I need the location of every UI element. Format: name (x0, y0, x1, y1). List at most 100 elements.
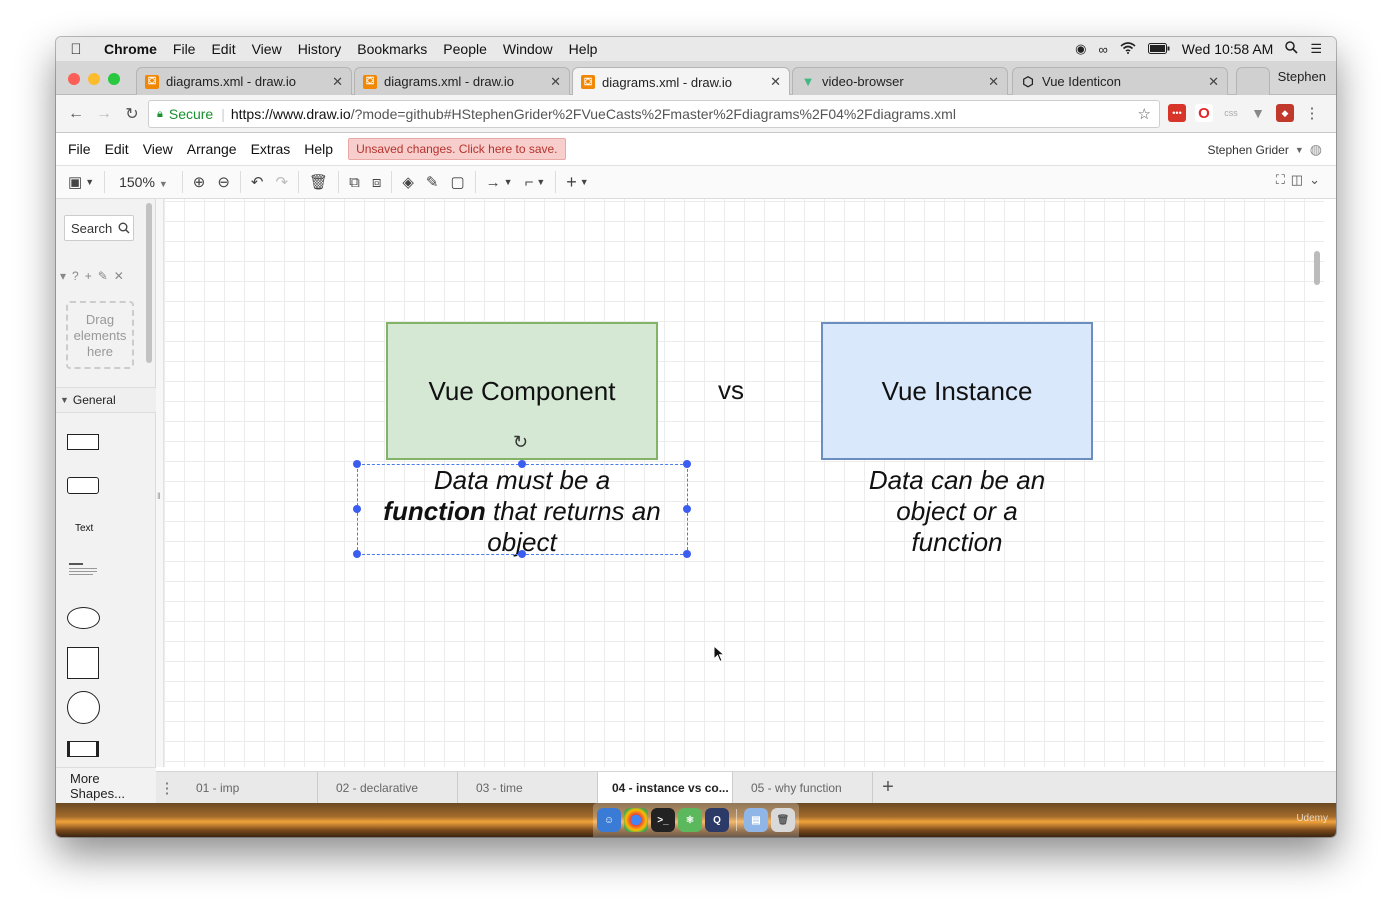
drawio-menu-arrange[interactable]: Arrange (186, 141, 237, 157)
shadow-icon[interactable]: ▢ (450, 174, 465, 191)
page-tab-active[interactable]: 04 - instance vs co... (598, 771, 733, 804)
help-icon[interactable]: ? (72, 269, 79, 283)
browser-tab[interactable]: ⛋ diagrams.xml - draw.io ✕ (136, 67, 352, 95)
menu-edit[interactable]: Edit (211, 41, 236, 57)
close-tab-icon[interactable]: ✕ (332, 73, 343, 89)
chrome-menu-icon[interactable]: ⋮ (1304, 105, 1320, 122)
text-shape[interactable]: Text (75, 523, 94, 534)
menu-app-chrome[interactable]: Chrome (104, 41, 157, 57)
trash-icon[interactable]: 🗑︎ (771, 808, 795, 832)
downloads-folder-icon[interactable]: ▤ (744, 808, 768, 832)
insert-icon[interactable]: + ▼ (566, 171, 589, 192)
record-icon[interactable]: ◉ (1075, 41, 1087, 56)
vue-component-box[interactable]: Vue Component (386, 322, 658, 460)
browser-tab[interactable]: ▼ video-browser ✕ (792, 67, 1008, 95)
scratchpad-collapse-icon[interactable]: ▾ (60, 269, 67, 283)
reload-icon[interactable]: ↻ (125, 105, 139, 123)
notification-center-icon[interactable]: ☰ (1310, 41, 1322, 56)
rounded-rectangle-shape[interactable] (67, 477, 99, 494)
right-caption-text[interactable]: Data can be an object or a function (792, 465, 1122, 558)
general-section-header[interactable]: ▼ General (56, 387, 156, 413)
atom-icon[interactable]: ⚛ (678, 808, 702, 832)
chrome-icon[interactable] (624, 808, 648, 832)
battery-icon[interactable] (1147, 42, 1170, 57)
resize-handle[interactable] (518, 460, 526, 468)
menu-file[interactable]: File (172, 41, 196, 57)
omnibox[interactable]: 🔒︎ Secure | https://www.draw.io/?mode=gi… (148, 100, 1160, 128)
textbox-shape[interactable] (69, 563, 97, 577)
maximize-window-button[interactable] (108, 73, 120, 85)
format-toggle-icon[interactable]: ◫ (1290, 172, 1304, 187)
to-back-icon[interactable]: ⧈ (371, 173, 382, 191)
url-text[interactable]: https://www.draw.io/?mode=github#HStephe… (231, 106, 956, 122)
page-tab[interactable]: 03 - time (458, 771, 598, 804)
browser-tab[interactable]: ⬡ Vue Identicon ✕ (1012, 67, 1228, 95)
menu-bookmarks[interactable]: Bookmarks (357, 41, 428, 57)
fullscreen-icon[interactable]: ⛶ (1275, 172, 1285, 187)
fill-color-icon[interactable]: ◈ (402, 174, 414, 191)
canvas-vertical-scrollbar[interactable] (1314, 251, 1320, 285)
circle-shape[interactable] (67, 691, 100, 724)
drawio-menu-view[interactable]: View (142, 141, 173, 157)
close-tab-icon[interactable]: ✕ (550, 73, 561, 89)
ublock-icon[interactable]: ◆ (1276, 104, 1294, 122)
wifi-icon[interactable] (1120, 41, 1136, 57)
menu-history[interactable]: History (297, 41, 342, 57)
edit-icon[interactable]: ✎ (97, 269, 108, 283)
diagram-canvas[interactable]: Vue Component ↻ vs Vue Instance Data mus… (164, 199, 1324, 767)
menu-window[interactable]: Window (502, 41, 553, 57)
zoom-out-icon[interactable]: ⊖ (217, 174, 230, 191)
sidebar-scrollbar[interactable] (146, 203, 152, 363)
menu-help[interactable]: Help (568, 41, 598, 57)
opera-icon[interactable]: O (1195, 104, 1213, 122)
close-window-button[interactable] (68, 73, 80, 85)
lastpass-icon[interactable]: ••• (1168, 104, 1186, 122)
menu-people[interactable]: People (443, 41, 487, 57)
resize-handle[interactable] (353, 550, 361, 558)
format-panel-icon[interactable]: ▣ ▼ (68, 174, 95, 191)
line-color-icon[interactable]: ✎ (425, 174, 439, 191)
menu-view[interactable]: View (251, 41, 282, 57)
new-tab-button[interactable] (1236, 67, 1270, 95)
rotate-handle-icon[interactable]: ↻ (513, 432, 529, 452)
undo-icon[interactable]: ↶ (250, 174, 264, 191)
browser-tab[interactable]: ⛋ diagrams.xml - draw.io ✕ (354, 67, 570, 95)
close-tab-icon[interactable]: ✕ (988, 73, 999, 89)
drawio-menu-edit[interactable]: Edit (104, 141, 129, 157)
glasses-icon[interactable]: ∞ (1098, 41, 1108, 57)
close-icon[interactable]: ✕ (113, 269, 124, 283)
clock[interactable]: Wed 10:58 AM (1181, 41, 1274, 57)
css-icon[interactable]: css (1224, 108, 1238, 118)
close-tab-icon[interactable]: ✕ (770, 74, 781, 89)
redo-icon[interactable]: ↷ (275, 174, 289, 191)
to-front-icon[interactable]: ⧉ (349, 173, 360, 191)
add-page-icon[interactable]: + (882, 776, 894, 798)
resize-handle[interactable] (353, 505, 361, 513)
quicktime-icon[interactable]: Q (705, 808, 729, 832)
waypoints-icon[interactable]: ⌐ ▼ (524, 173, 546, 191)
back-icon[interactable]: ← (68, 104, 84, 122)
profile-name[interactable]: Stephen (1277, 69, 1326, 84)
vue-instance-box[interactable]: Vue Instance (821, 322, 1093, 460)
language-globe-icon[interactable]: ◍ (1309, 141, 1322, 157)
square-shape[interactable] (67, 647, 99, 679)
drawio-menu-help[interactable]: Help (304, 141, 334, 157)
delete-icon[interactable]: 🗑︎ (309, 174, 329, 191)
drawio-menu-file[interactable]: File (68, 141, 91, 157)
user-menu[interactable]: Stephen Grider ▼ ◍ (1207, 141, 1322, 158)
finder-icon[interactable]: ☺ (597, 808, 621, 832)
page-tab[interactable]: 02 - declarative (318, 771, 458, 804)
resize-handle[interactable] (518, 550, 526, 558)
browser-tab-active[interactable]: ⛋ diagrams.xml - draw.io ✕ (572, 67, 790, 96)
left-caption-text[interactable]: Data must be a function that returns an … (357, 465, 687, 558)
collapse-icon[interactable]: ⌄ (1309, 172, 1320, 187)
zoom-in-icon[interactable]: ⊕ (192, 174, 206, 191)
spotlight-icon[interactable] (1285, 41, 1298, 57)
rectangle-shape[interactable] (67, 434, 99, 450)
resize-handle[interactable] (683, 460, 691, 468)
resize-handle[interactable] (353, 460, 361, 468)
vs-label[interactable]: vs (718, 375, 744, 405)
connection-icon[interactable]: → ▼ (485, 173, 513, 191)
terminal-icon[interactable]: >_ (651, 808, 675, 832)
shape-search-input[interactable]: Search (64, 215, 134, 241)
